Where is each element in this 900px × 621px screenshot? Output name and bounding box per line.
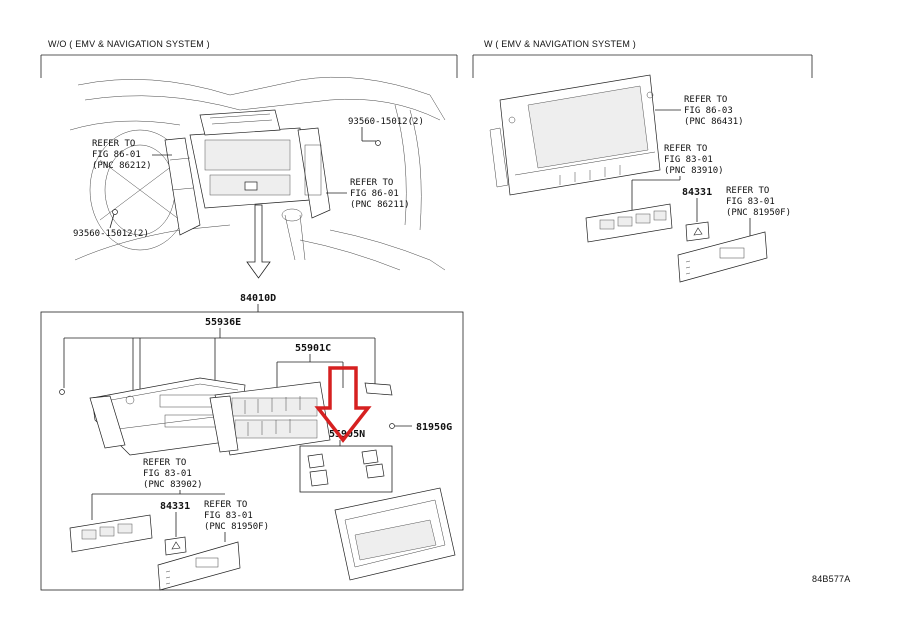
callout-ref-86-01-right: REFER TO bbox=[350, 178, 393, 188]
climate-control-panel-part bbox=[209, 381, 331, 456]
part-number-84331-box: 84331 bbox=[160, 501, 190, 512]
connector-part bbox=[364, 382, 412, 429]
part-number-84331-nav: 84331 bbox=[682, 187, 712, 198]
leader-lines-55936e bbox=[63, 328, 376, 398]
assembly-box bbox=[40, 311, 464, 591]
console-bracket-part bbox=[59, 377, 246, 456]
callout-ref-83-01-nav: REFER TO bbox=[664, 144, 707, 154]
callout-ref-86-03: REFER TO bbox=[684, 95, 727, 105]
leader-lines-83902 bbox=[91, 490, 225, 520]
switch-panel-part bbox=[69, 514, 153, 553]
switch-bezel-part bbox=[157, 541, 241, 591]
nav-switch-bezel-part bbox=[677, 231, 768, 283]
callout-ref-86-01-left-fig: FIG 86-01 bbox=[92, 150, 141, 160]
header-with-nav: W ( EMV & NAVIGATION SYSTEM ) bbox=[484, 39, 636, 49]
dashboard-illustration bbox=[69, 76, 446, 271]
knob-set-part bbox=[299, 445, 393, 493]
figure-code: 84B577A bbox=[812, 574, 850, 584]
leader-lines-83910 bbox=[631, 176, 681, 210]
header-without-nav: W/O ( EMV & NAVIGATION SYSTEM ) bbox=[48, 39, 210, 49]
callout-ref-86-01-right-pnc: (PNC 86211) bbox=[350, 200, 410, 210]
part-number-84010d: 84010D bbox=[240, 293, 276, 304]
left-section-bracket bbox=[40, 54, 458, 78]
nav-switch-panel-part bbox=[585, 203, 673, 243]
callout-ref-83-01-box2: REFER TO bbox=[204, 500, 247, 510]
callout-ref-83-01-nav2: REFER TO bbox=[726, 186, 769, 196]
down-arrow-icon bbox=[246, 204, 271, 279]
callout-ref-86-03-pnc: (PNC 86431) bbox=[684, 117, 744, 127]
navigation-display-unit bbox=[489, 74, 661, 196]
callout-ref-86-01-right-fig: FIG 86-01 bbox=[350, 189, 399, 199]
callout-ref-86-01-left: REFER TO bbox=[92, 139, 135, 149]
callout-ref-83-01-box2-pnc: (PNC 81950F) bbox=[204, 522, 269, 532]
callout-ref-86-01-left-pnc: (PNC 86212) bbox=[92, 161, 152, 171]
part-number-55936e: 55936E bbox=[205, 317, 241, 328]
callout-bolt-left: 93560-15012(2) bbox=[73, 229, 149, 239]
callout-ref-83-01-box-fig: FIG 83-01 bbox=[143, 469, 192, 479]
callout-ref-86-03-fig: FIG 86-03 bbox=[684, 106, 733, 116]
callout-ref-83-01-box2-fig: FIG 83-01 bbox=[204, 511, 253, 521]
callout-ref-83-01-nav2-fig: FIG 83-01 bbox=[726, 197, 775, 207]
right-section-bracket bbox=[472, 54, 813, 78]
callout-ref-83-01-nav2-pnc: (PNC 81950F) bbox=[726, 208, 791, 218]
callout-ref-83-01-box-pnc: (PNC 83902) bbox=[143, 480, 203, 490]
hazard-switch-part bbox=[164, 536, 187, 556]
callout-ref-83-01-nav-pnc: (PNC 83910) bbox=[664, 166, 724, 176]
callout-ref-83-01-nav-fig: FIG 83-01 bbox=[664, 155, 713, 165]
part-number-81950g: 81950G bbox=[416, 422, 452, 433]
nav-hazard-switch-part bbox=[685, 221, 710, 242]
highlight-arrow-icon bbox=[314, 366, 372, 443]
callout-bolt-top: 93560-15012(2) bbox=[348, 117, 424, 127]
part-number-55901c: 55901C bbox=[295, 343, 331, 354]
trim-bezel-part bbox=[334, 487, 456, 581]
callout-ref-83-01-box: REFER TO bbox=[143, 458, 186, 468]
